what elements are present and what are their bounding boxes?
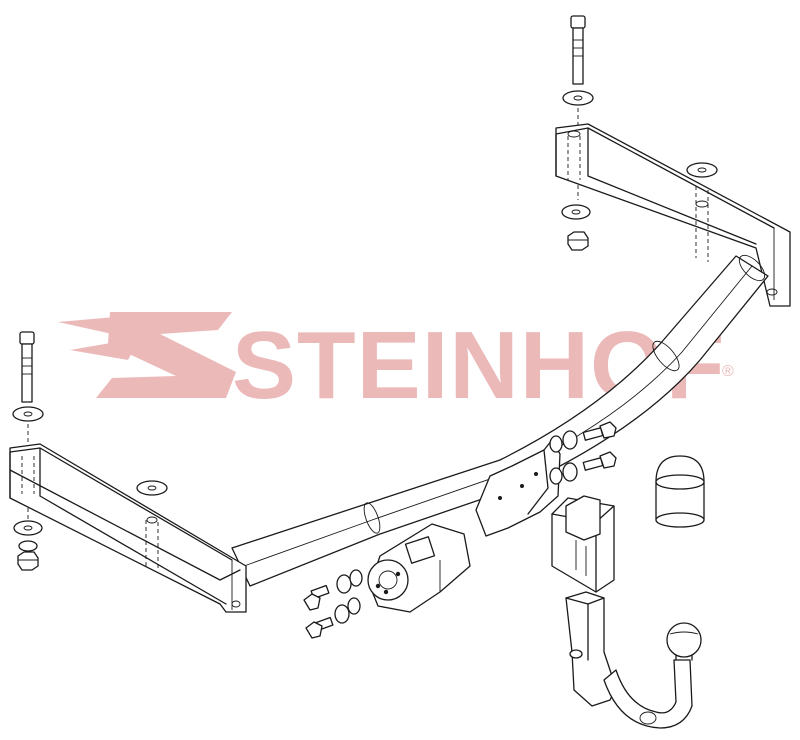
small-washer-2 <box>349 569 363 587</box>
small-washer-1 <box>336 574 352 594</box>
small-washer-7 <box>549 467 563 485</box>
left-long-bolt <box>19 331 35 403</box>
left-washer-small <box>18 540 38 552</box>
left-top-washer <box>12 406 44 422</box>
right-mounting-bracket <box>555 123 791 307</box>
left-nut <box>17 551 39 571</box>
center-mounting-plate-right <box>475 439 561 537</box>
small-washer-8 <box>562 462 578 482</box>
detachable-tow-ball-neck <box>565 591 693 729</box>
tow-ball <box>666 622 702 658</box>
plate-bolt-set-upper <box>549 421 617 485</box>
right-mounting-bolt-stack <box>561 15 718 251</box>
left-mounting-bolt-stack <box>12 331 168 571</box>
small-bolt-3 <box>582 421 617 441</box>
small-washer-6 <box>562 430 578 450</box>
left-side-washer <box>136 480 168 496</box>
small-washer-4 <box>347 597 361 615</box>
small-washer-5 <box>549 435 563 453</box>
plate-bolt-set-lower <box>303 569 363 639</box>
small-washer-3 <box>334 604 350 624</box>
left-bottom-washer <box>13 520 43 536</box>
left-mounting-bracket <box>9 443 247 613</box>
center-mounting-plate-left <box>367 523 471 613</box>
small-bolt-4 <box>582 451 617 471</box>
right-bottom-washer <box>561 204 591 220</box>
right-nut <box>567 231 589 251</box>
socket-clamp-block <box>551 495 615 593</box>
right-long-bolt <box>570 15 586 85</box>
right-top-washer <box>562 90 594 106</box>
small-bolt-2 <box>305 616 334 639</box>
small-bolt-1 <box>303 584 330 611</box>
steinhof-logo-swoosh <box>58 312 236 398</box>
watermark-registered-mark: ® <box>722 363 734 380</box>
right-side-washer <box>686 162 718 178</box>
ball-cover-cap <box>655 455 705 528</box>
